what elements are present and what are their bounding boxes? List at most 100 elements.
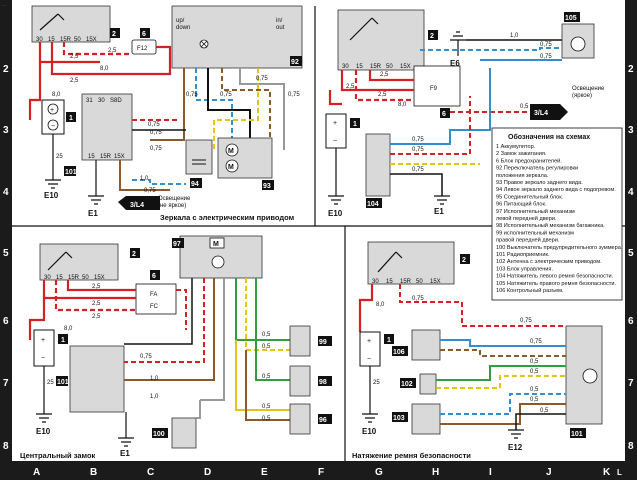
wire-size: 8,0 (100, 66, 109, 72)
connection-block-95 (81, 93, 133, 161)
component-number: 102 (401, 381, 413, 388)
buzzer-switch-100 (171, 417, 197, 449)
panel-title-mirrors: Зеркала с электрическим приводом (160, 213, 295, 222)
wire-size: 2,5 (108, 48, 117, 54)
legend-item: правой передней двери. (496, 237, 560, 244)
component-tag (56, 376, 68, 386)
svg-text:+: + (41, 337, 45, 344)
col-label: K (603, 467, 611, 478)
row-label: 8 (628, 441, 634, 452)
svg-text:15: 15 (356, 64, 363, 70)
component-tag (460, 254, 470, 264)
wire-blue (390, 68, 491, 145)
col-label: H (432, 467, 439, 478)
key-icon (349, 17, 379, 41)
legend-item: 96 Питающий блок. (496, 201, 547, 208)
svg-text:+: + (50, 107, 54, 114)
component-tag (262, 180, 274, 190)
svg-text:0,5: 0,5 (262, 344, 271, 350)
svg-text:0,75: 0,75 (150, 146, 162, 152)
wire-red-dashed (62, 42, 132, 56)
component-number: 97 (173, 241, 181, 248)
wire-red-dashed (54, 280, 136, 312)
wire-blue-dashed (195, 68, 233, 150)
row-labels-right: 2 3 4 5 6 7 8 (628, 64, 634, 452)
component-number: 106 (393, 349, 405, 356)
component-number: 2 (112, 31, 116, 38)
right-mirror-93 (217, 137, 273, 179)
svg-text:0,75: 0,75 (144, 188, 156, 194)
left-belt-tensioner-104 (411, 329, 441, 361)
svg-text:0,75: 0,75 (256, 76, 268, 82)
legend-item: 98 Исполнительный механизм багажника. (496, 222, 605, 229)
component-tag (110, 28, 120, 38)
svg-text:M: M (228, 164, 234, 171)
component-tag (58, 334, 68, 344)
component-number: 94 (191, 181, 199, 188)
wire-black (207, 68, 251, 150)
svg-text:0,75: 0,75 (412, 167, 424, 173)
panel-title-seatbelt: Натяжение ремня безопасности (352, 451, 471, 460)
svg-text:15X: 15X (400, 64, 411, 70)
legend-item: 104 Натяжитель левого ремня безопасности… (496, 274, 614, 280)
svg-text:8,0: 8,0 (376, 302, 385, 308)
legend-item: 102 Антенна с электрическим приводом. (496, 259, 602, 265)
svg-text:30: 30 (98, 98, 105, 104)
fuse-label: F9 (430, 86, 438, 92)
col-label: E (261, 467, 268, 478)
legend-item: 93 Правое зеркало заднего вида. (496, 180, 583, 186)
svg-text:50: 50 (74, 37, 81, 43)
control-icon (211, 255, 225, 269)
col-label: F (318, 467, 324, 478)
svg-text:15R: 15R (400, 279, 412, 285)
component-tag (140, 28, 150, 38)
component-tag (400, 378, 416, 388)
light-ref: 3/L4 (130, 202, 144, 209)
component-tag (570, 428, 586, 438)
legend-title: Обозначения на схемах (508, 133, 590, 141)
bottom-grid-bar (0, 461, 637, 480)
test-connector-106 (419, 373, 437, 395)
ground-label: E1 (88, 209, 98, 218)
right-belt-tensioner-105 (411, 403, 441, 435)
legend-box (491, 127, 623, 301)
motor-icon (209, 237, 225, 249)
wire-size: 2,5 (70, 54, 79, 60)
ground-label: E10 (328, 209, 343, 218)
legend-item: 97 Исполнительный механизм (496, 208, 575, 215)
component-number: 2 (430, 33, 434, 40)
component-number: 1 (353, 121, 357, 128)
svg-text:down: down (176, 25, 190, 31)
svg-text:0,75: 0,75 (530, 339, 542, 345)
row-label: 5 (628, 248, 634, 259)
ground-icon (88, 195, 104, 205)
antenna-motor-icon (570, 36, 586, 52)
wire-blue (440, 339, 566, 347)
svg-text:2,5: 2,5 (380, 72, 389, 78)
svg-text:+: + (333, 120, 337, 127)
svg-text:50: 50 (416, 279, 423, 285)
ground-icon (450, 31, 466, 41)
panel-seatbelt: 2 30 15 15R 50 15X 8,0 0,75 0,75 + − 1 2… (352, 241, 603, 460)
ground-label: E10 (44, 191, 59, 200)
svg-text:15X: 15X (430, 279, 441, 285)
svg-text:1,0: 1,0 (150, 376, 159, 382)
svg-text:0,75: 0,75 (148, 122, 160, 128)
svg-text:0,75: 0,75 (540, 42, 552, 48)
svg-text:0,75: 0,75 (412, 147, 424, 153)
component-number: 104 (367, 201, 379, 208)
col-label: C (147, 467, 154, 478)
ground-icon (45, 179, 61, 189)
actuator-97 (289, 403, 311, 435)
wire-red (128, 45, 172, 76)
ground-label: E1 (120, 449, 130, 458)
wire-red (368, 70, 414, 82)
svg-text:2,5: 2,5 (92, 301, 101, 307)
wire-yellow-dashed (213, 68, 259, 150)
ground-label: E12 (508, 443, 523, 452)
panel-central-lock: 2 30 15 15R 50 15X FA FC 6 2,5 2,5 2,5 8… (20, 235, 332, 460)
fuse-label: F12 (137, 46, 148, 52)
svg-text:15: 15 (48, 37, 55, 43)
col-label: D (204, 467, 211, 478)
